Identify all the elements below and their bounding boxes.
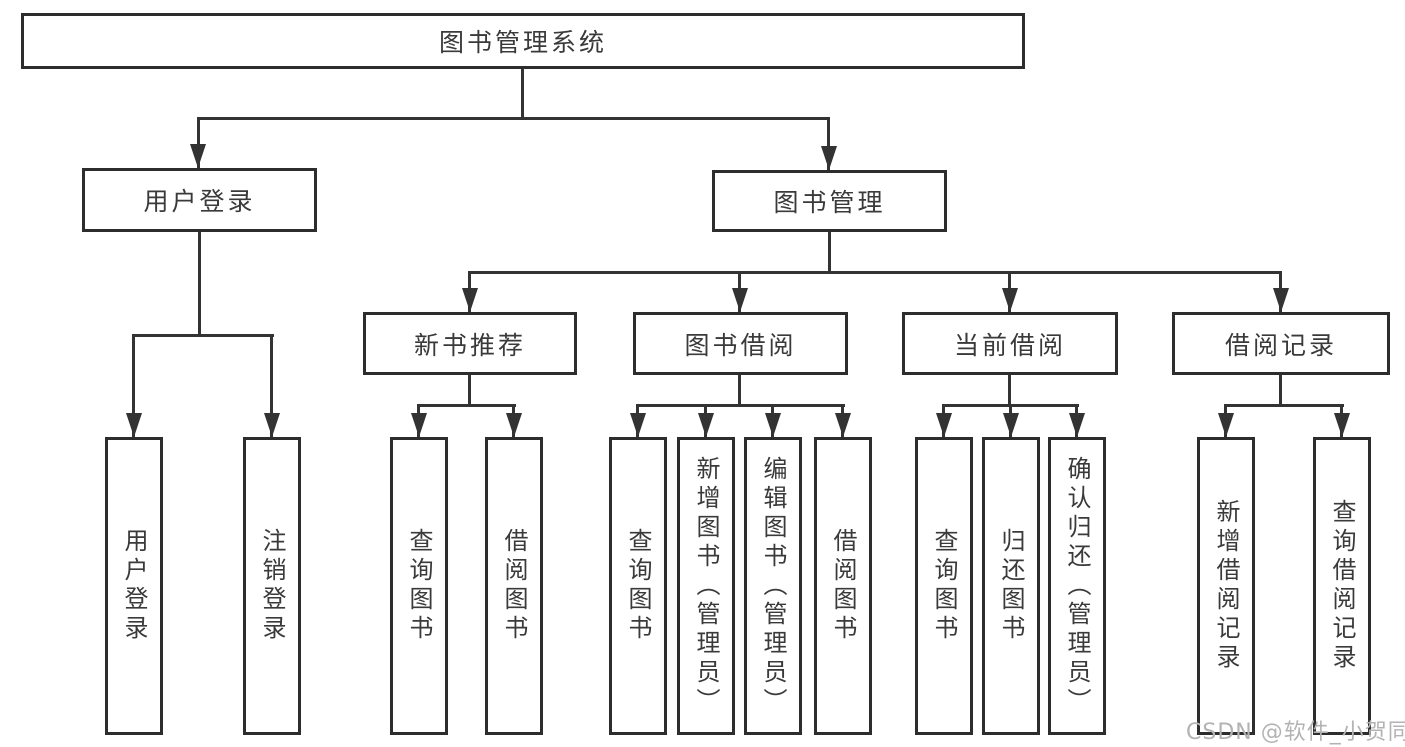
arrowhead-icon — [1069, 413, 1085, 437]
leaf-add-borrow-record: 新增借阅记录 — [1197, 437, 1255, 735]
arrowhead-icon — [506, 413, 522, 437]
connector-line — [418, 404, 516, 407]
connector-line — [1008, 375, 1011, 406]
node-current-borrow: 当前借阅 — [902, 312, 1118, 375]
arrowhead-icon — [190, 144, 206, 168]
arrowhead-icon — [1273, 288, 1289, 312]
connector-line — [198, 232, 201, 336]
arrowhead-icon — [765, 413, 781, 437]
connector-line — [1279, 375, 1282, 406]
node-book-borrow: 图书借阅 — [633, 312, 848, 375]
leaf-query-books-2: 查询图书 — [609, 437, 667, 735]
arrowhead-icon — [936, 413, 952, 437]
leaf-confirm-return-admin: 确认归还（管理员） — [1048, 437, 1106, 735]
leaf-return-book: 归还图书 — [982, 437, 1040, 735]
connector-line — [521, 69, 524, 118]
connector-line — [197, 117, 200, 168]
connector-line — [1225, 404, 1344, 407]
connector-line — [828, 232, 831, 274]
arrowhead-icon — [1002, 288, 1018, 312]
node-system: 图书管理系统 — [21, 13, 1025, 69]
arrowhead-icon — [835, 413, 851, 437]
arrowhead-icon — [1003, 413, 1019, 437]
leaf-user-login: 用户登录 — [105, 437, 163, 735]
leaf-edit-book-admin: 编辑图书（管理员） — [744, 437, 802, 735]
csdn-watermark: CSDN @软件_小贺同学 — [1186, 720, 1405, 745]
connector-line — [637, 404, 845, 407]
arrowhead-icon — [1334, 413, 1350, 437]
arrowhead-icon — [264, 413, 280, 437]
connector-line — [827, 117, 830, 170]
leaf-query-borrow-record: 查询借阅记录 — [1313, 437, 1371, 735]
arrowhead-icon — [630, 413, 646, 437]
connector-line — [270, 334, 273, 437]
node-book-management: 图书管理 — [712, 170, 947, 232]
connector-line — [133, 334, 274, 337]
arrowhead-icon — [411, 413, 427, 437]
arrowhead-icon — [732, 288, 748, 312]
leaf-borrow-books-2: 借阅图书 — [814, 437, 872, 735]
leaf-query-books-3: 查询图书 — [915, 437, 973, 735]
leaf-query-books-1: 查询图书 — [390, 437, 448, 735]
connector-line — [132, 334, 135, 437]
connector-line — [468, 375, 471, 406]
node-new-book-recommend: 新书推荐 — [363, 312, 577, 375]
arrowhead-icon — [821, 146, 837, 170]
leaf-logout: 注销登录 — [243, 437, 301, 735]
arrowhead-icon — [462, 288, 478, 312]
connector-line — [198, 117, 830, 120]
arrowhead-icon — [126, 413, 142, 437]
node-borrow-records: 借阅记录 — [1172, 312, 1390, 375]
connector-line — [738, 375, 741, 406]
connector-line — [469, 271, 1282, 274]
node-user-login: 用户登录 — [82, 168, 317, 232]
leaf-add-book-admin: 新增图书（管理员） — [677, 437, 735, 735]
leaf-borrow-books-1: 借阅图书 — [485, 437, 543, 735]
arrowhead-icon — [1218, 413, 1234, 437]
arrowhead-icon — [698, 413, 714, 437]
